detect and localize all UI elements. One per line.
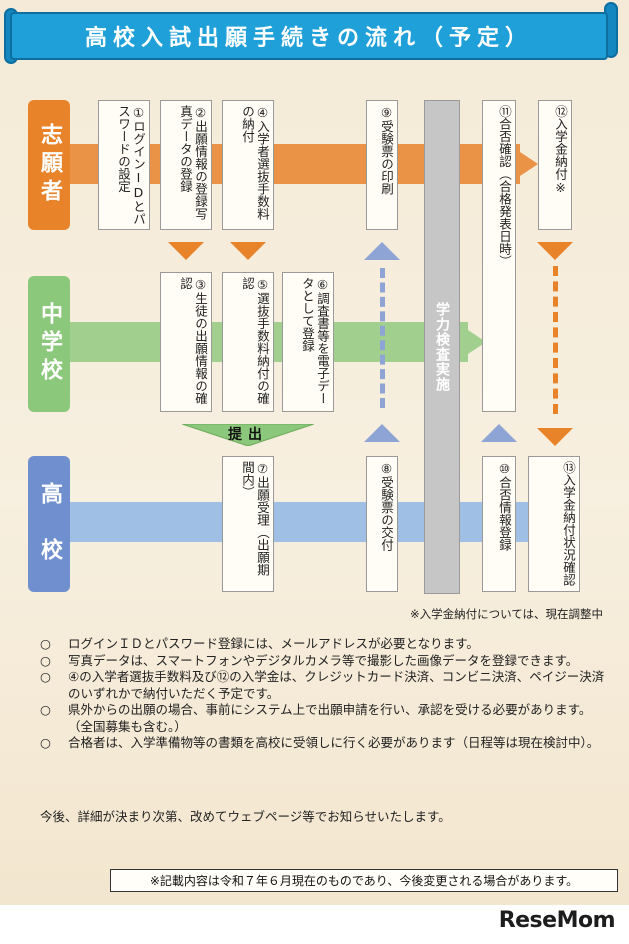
notes-list: ○ ログインＩＤとパスワード登録には、メールアドレスが必要となります。 ○ 写真…: [40, 636, 610, 752]
note-bullet: ○: [40, 669, 51, 684]
step-2-box: ②出願情報の登録写真データの登録: [160, 100, 212, 230]
step-11-box: ⑪合否確認（合格発表日時）: [482, 100, 516, 412]
dashed-line-step12-to-13: [553, 266, 558, 414]
exam-column: 学力検査実施: [424, 100, 460, 594]
note-text: 県外からの出願の場合、事前にシステム上で出願申請を行い、承認を受ける必要がありま…: [68, 702, 592, 734]
arrow-down-step12: [537, 242, 573, 260]
page-title: 高校入試出願手続きの流れ（予定）: [84, 26, 533, 51]
submit-label: 提出: [228, 427, 268, 443]
arrow-down-step2: [168, 242, 204, 260]
disclaimer-box: ※記載内容は令和７年６月現在のものであり、今後変更される場合があります。: [110, 869, 618, 892]
dashed-line-step8-to-9: [380, 268, 385, 408]
poster-background: [0, 0, 629, 905]
note-bullet: ○: [40, 636, 51, 651]
note-bullet: ○: [40, 652, 51, 668]
note-bullet: ○: [40, 735, 51, 750]
role-middle-school: 中学校: [28, 276, 70, 412]
list-item: ○ 写真データは、スマートフォンやデジタルカメラ等で撮影した画像データを登録でき…: [40, 653, 610, 670]
step-12-box: ⑫入学金納付※: [538, 100, 572, 230]
list-item: ○ 合格者は、入学準備物等の書類を高校に受領しに行く必要があります（日程等は現在…: [40, 735, 610, 752]
payment-note: ※入学金納付については、現在調整中: [409, 607, 603, 621]
high-school-lane: [70, 502, 546, 542]
list-item: ○ 県外からの出願の場合、事前にシステム上で出願申請を行い、承認を受ける必要があ…: [40, 702, 610, 735]
note-text: ④の入学者選抜手数料及び⑫の入学金は、クレジットカード決済、コンビニ決済、ペイジ…: [68, 669, 605, 701]
note-text: 写真データは、スマートフォンやデジタルカメラ等で撮影した画像データを登録できます…: [68, 652, 579, 668]
step-8-box: ⑧受験票の交付: [366, 456, 398, 592]
arrow-up-step10: [481, 424, 517, 442]
middle-school-lane-arrow: [468, 330, 486, 354]
step-1-box: ①ログインIDとパスワードの設定: [98, 100, 150, 230]
step-9-box: ⑨受験票の印刷: [366, 100, 398, 230]
note-text: ログインＩＤとパスワード登録には、メールアドレスが必要となります。: [68, 636, 479, 651]
role-high-school: 高 校: [28, 456, 70, 592]
note-bullet: ○: [40, 702, 51, 717]
step-4-box: ④入学者選抜手数料の納付: [222, 100, 274, 230]
step-5-box: ⑤選抜手数料納付の確認: [222, 272, 274, 412]
arrow-down-step4: [230, 242, 266, 260]
list-item: ○ ログインＩＤとパスワード登録には、メールアドレスが必要となります。: [40, 636, 610, 653]
note-text: 合格者は、入学準備物等の書類を高校に受領しに行く必要があります（日程等は現在検討…: [68, 735, 600, 750]
step-3-box: ③生徒の出願情報の確認: [160, 272, 212, 412]
arrow-down-step13: [537, 428, 573, 446]
brand-logo: ReseMom: [498, 908, 616, 933]
step-6-box: ⑥調査書等を電子データとして登録: [282, 272, 334, 412]
disclaimer-text: ※記載内容は令和７年６月現在のものであり、今後変更される場合があります。: [149, 874, 579, 888]
title-banner: 高校入試出願手続きの流れ（予定）: [10, 12, 608, 60]
closing-text: 今後、詳細が決まり次第、改めてウェブページ等でお知らせいたします。: [40, 809, 451, 824]
step-10-box: ⑩合否情報登録: [482, 456, 516, 592]
step-7-box: ⑦出願受理（出願期間内）: [222, 456, 274, 592]
arrow-up-step9: [364, 242, 400, 260]
role-applicant: 志願者: [28, 100, 70, 230]
applicant-lane-arrow: [520, 152, 538, 176]
arrow-up-step8: [364, 424, 400, 442]
step-13-box: ⑬入学金納付状況確認: [528, 456, 580, 592]
list-item: ○ ④の入学者選抜手数料及び⑫の入学金は、クレジットカード決済、コンビニ決済、ペ…: [40, 669, 610, 702]
submit-arrow-icon: [182, 424, 314, 446]
